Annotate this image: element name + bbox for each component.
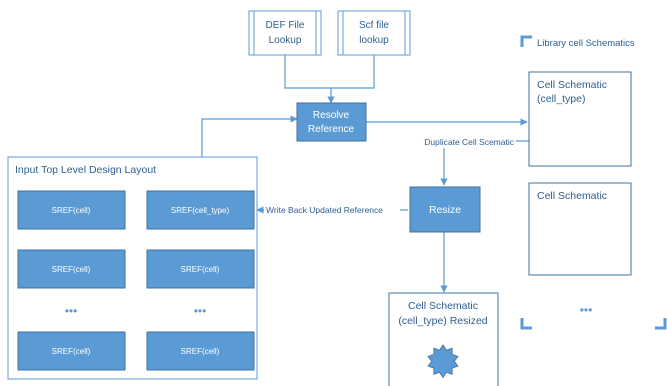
def-to-resolve-line	[284, 55, 335, 104]
cell-schematic-type-line1: Cell Schematic	[537, 79, 607, 91]
resize-box: Resize	[409, 186, 481, 233]
library-label: Library cell Schematics	[520, 35, 635, 49]
scf-file-lookup-box: Scf file lookup	[337, 10, 411, 56]
sref-label-r3c0: SREF(cell)	[52, 347, 91, 356]
scf-to-resolve-line	[331, 55, 375, 89]
sref-cell-r1c0	[17, 249, 126, 289]
starburst-icon	[427, 344, 459, 379]
library-bracket-left	[520, 318, 532, 330]
def-lookup-line2: Lookup	[269, 35, 302, 46]
cell-schematic-box: Cell Schematic	[528, 182, 632, 276]
sref-cell-r0c1	[146, 190, 255, 230]
library-bracket-right	[655, 318, 667, 330]
cell-schematic-type-box: Cell Schematic (cell_type)	[528, 71, 632, 167]
design-layout-title: Input Top Level Design Layout	[15, 164, 156, 176]
resized-schematic-box: Cell Schematic (cell_type) Resized	[388, 292, 499, 386]
library-label-text: Library cell Schematics	[537, 38, 635, 49]
def-lookup-line1: DEF File	[266, 20, 305, 31]
def-file-lookup-box: DEF File Lookup	[248, 10, 322, 56]
resolve-line2: Reference	[308, 124, 355, 135]
cell-schematic-type-line2: (cell_type)	[537, 93, 585, 105]
cell-schematic-line1: Cell Schematic	[537, 190, 607, 202]
duplicate-label: Duplicate Cell Scematic	[412, 135, 516, 148]
resolve-reference-box: Resolve Reference	[296, 102, 367, 142]
library-ellipsis: •••	[580, 303, 593, 317]
resized-line1: Cell Schematic	[408, 300, 478, 312]
resolve-line1: Resolve	[313, 110, 350, 121]
design-layout-panel: Input Top Level Design Layout SREF(cell)…	[7, 156, 258, 380]
resize-label: Resize	[429, 204, 461, 216]
layout-ellipsis-left: •••	[65, 304, 78, 318]
scf-lookup-line1: Scf file	[359, 20, 389, 31]
duplicate-label-text: Duplicate Cell Scematic	[424, 137, 515, 147]
sref-cell-r3c0	[17, 331, 126, 371]
sref-label-r1c1: SREF(cell)	[181, 265, 220, 274]
sref-label-r3c1: SREF(cell)	[181, 347, 220, 356]
sref-cell-r0c0	[17, 190, 126, 230]
write-back-label-text: Write Back Updated Reference	[266, 205, 383, 215]
sref-label-r1c0: SREF(cell)	[52, 265, 91, 274]
resized-line2: (cell_type) Resized	[398, 315, 487, 327]
layout-ellipsis-right: •••	[194, 304, 207, 318]
sref-cell-r3c1	[146, 331, 255, 371]
sref-label-r0c0: SREF(cell)	[52, 206, 91, 215]
write-back-label: Write Back Updated Reference	[264, 203, 400, 216]
sref-cell-r1c1	[146, 249, 255, 289]
scf-lookup-line2: lookup	[359, 35, 389, 46]
sref-label-r0c1: SREF(cell_type)	[171, 206, 230, 215]
